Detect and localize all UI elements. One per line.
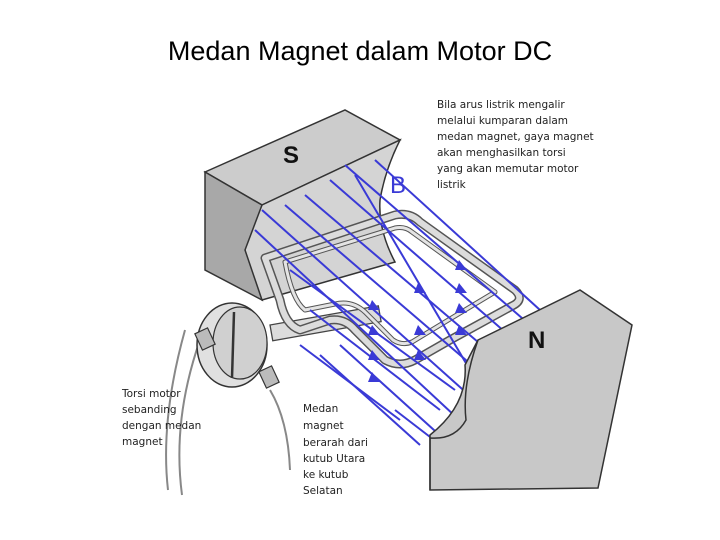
annotation-line: listrik <box>437 179 467 191</box>
annotation-line: magnet <box>122 436 163 448</box>
south-pole-magnet: S <box>203 109 402 302</box>
field-direction-arrows <box>368 260 467 382</box>
annotation-line: yang akan memutar motor <box>437 163 579 175</box>
slide-title: Medan Magnet dalam Motor DC <box>167 36 553 66</box>
north-pole-magnet: N <box>429 289 633 491</box>
field-symbol-label: B <box>390 172 406 199</box>
annotation-top-right: Bila arus listrik mengalir melalui kumpa… <box>437 99 594 191</box>
annotation-line: berarah dari <box>303 437 368 449</box>
annotation-line: akan menghasilkan torsi <box>437 147 566 159</box>
annotation-line: kutub Utara <box>303 453 365 465</box>
annotation-line: medan magnet, gaya magnet <box>437 131 594 143</box>
commutator <box>165 302 382 496</box>
north-pole-label: N <box>528 327 545 354</box>
south-pole-label: S <box>283 142 299 169</box>
annotation-line: Bila arus listrik mengalir <box>437 99 565 111</box>
armature-coil <box>260 209 524 369</box>
annotation-line: dengan medan <box>122 420 201 432</box>
annotation-line: Medan <box>303 403 338 415</box>
annotation-line: magnet <box>303 420 344 432</box>
annotation-bottom-left: Torsi motor sebanding dengan medan magne… <box>121 388 201 448</box>
annotation-line: ke kutub <box>303 469 349 481</box>
annotation-line: Torsi motor <box>121 388 181 400</box>
annotation-bottom-middle: Medan magnet berarah dari kutub Utara ke… <box>303 403 368 497</box>
annotation-line: melalui kumparan dalam <box>437 115 568 127</box>
annotation-line: Selatan <box>303 485 343 497</box>
annotation-line: sebanding <box>122 404 177 416</box>
